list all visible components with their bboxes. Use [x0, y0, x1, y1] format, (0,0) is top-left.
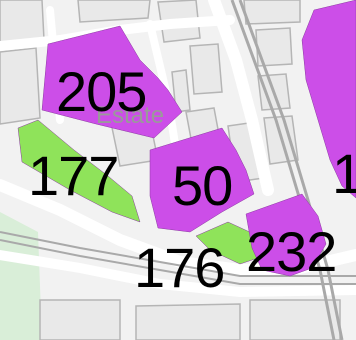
building	[255, 27, 293, 67]
parcel-1[interactable]	[301, 0, 356, 199]
building	[243, 0, 301, 25]
main-road	[208, 0, 274, 196]
building	[189, 43, 223, 95]
parcel-177[interactable]	[17, 119, 141, 223]
building-footprints	[0, 0, 341, 340]
parcel-label-205: 205	[56, 60, 147, 123]
building	[135, 303, 241, 340]
building	[249, 299, 341, 340]
estate-place-label: Estate	[96, 102, 165, 129]
parcel-232[interactable]	[245, 193, 327, 277]
road	[0, 250, 356, 298]
building	[0, 47, 41, 125]
railway-track	[0, 231, 356, 277]
railway-track	[238, 0, 344, 340]
parcel-label-176: 176	[134, 236, 225, 299]
parcel-label-232: 232	[246, 220, 337, 283]
building	[39, 299, 121, 340]
parcel-205[interactable]	[41, 25, 183, 139]
building	[171, 69, 191, 113]
parcel-label-50: 50	[172, 154, 233, 217]
parcel-label-1: 1	[332, 142, 356, 205]
parcel-50[interactable]	[149, 127, 255, 233]
railway-track	[230, 0, 336, 340]
railway-track	[0, 239, 356, 285]
green-space	[0, 212, 42, 340]
building	[77, 0, 151, 23]
parcel-label-177: 177	[28, 144, 119, 207]
